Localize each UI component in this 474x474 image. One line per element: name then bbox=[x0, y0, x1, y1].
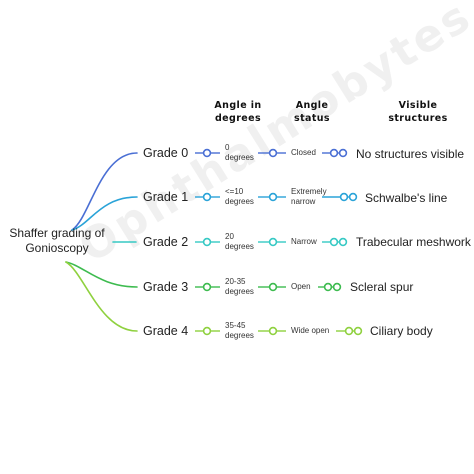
grade-4-label: Grade 4 bbox=[143, 324, 189, 338]
node-grade-0-structure-in bbox=[338, 148, 348, 158]
grade-4-degrees-value: 35-45 bbox=[225, 321, 246, 330]
node-grade-4-status-in bbox=[268, 326, 278, 336]
node-grade-4-structure-in bbox=[353, 326, 363, 336]
node-grade-2-degrees-in bbox=[202, 237, 212, 247]
header-visible-structures-line-1: Visible bbox=[398, 100, 438, 111]
root-label-line-2: Gonioscopy bbox=[25, 241, 89, 255]
grade-2-degrees: 20 degrees bbox=[225, 232, 254, 252]
branch-line-grade-1 bbox=[71, 196, 138, 231]
grade-3-degrees-value: 20-35 bbox=[225, 277, 246, 286]
grade-2-structure: Trabecular meshwork bbox=[356, 235, 471, 249]
grade-2-label: Grade 2 bbox=[143, 235, 189, 249]
root-label: Shaffer grading of Gonioscopy bbox=[4, 226, 110, 256]
grade-1-degrees-unit: degrees bbox=[225, 197, 254, 206]
grade-0-structure: No structures visible bbox=[356, 147, 465, 161]
node-grade-1-structure-out bbox=[339, 192, 349, 202]
grade-4-status: Wide open bbox=[291, 326, 329, 336]
root-label-line-1: Shaffer grading of bbox=[9, 226, 105, 240]
grade-4-structure: Ciliary body bbox=[370, 324, 433, 338]
grade-3-status-line-1: Open bbox=[291, 282, 311, 291]
grade-1-status-line-2: narrow bbox=[291, 197, 316, 206]
node-grade-3-structure-out bbox=[323, 282, 333, 292]
grade-0-status: Closed bbox=[291, 148, 316, 158]
grade-0-degrees-value: 0 bbox=[225, 143, 230, 152]
grade-3-status: Open bbox=[291, 282, 311, 292]
header-angle-degrees-line-2: degrees bbox=[214, 113, 262, 124]
header-angle-status: Angle status bbox=[286, 99, 338, 125]
branch-line-grade-0 bbox=[71, 152, 138, 231]
grade-2-status-line-1: Narrow bbox=[291, 237, 317, 246]
grade-0-degrees: 0 degrees bbox=[225, 143, 254, 163]
header-visible-structures-line-2: structures bbox=[388, 113, 448, 124]
grade-2-degrees-unit: degrees bbox=[225, 242, 254, 251]
node-grade-1-degrees-in bbox=[202, 192, 212, 202]
grade-3-degrees: 20-35 degrees bbox=[225, 277, 254, 297]
branch-line-grade-3 bbox=[65, 261, 138, 288]
node-grade-2-status-in bbox=[268, 237, 278, 247]
grade-3-degrees-unit: degrees bbox=[225, 287, 254, 296]
header-angle-status-line-2: status bbox=[294, 113, 330, 124]
header-angle-degrees-line-1: Angle in bbox=[214, 100, 262, 111]
branch-line-grade-4 bbox=[65, 261, 138, 332]
grade-4-status-line-1: Wide open bbox=[291, 326, 330, 335]
grade-1-degrees: <=10 degrees bbox=[225, 187, 254, 207]
header-angle-status-line-1: Angle bbox=[295, 100, 329, 111]
node-grade-0-structure-out bbox=[329, 148, 339, 158]
node-grade-0-status-in bbox=[268, 148, 278, 158]
node-grade-0-degrees-in bbox=[202, 148, 212, 158]
header-visible-structures: Visible structures bbox=[380, 99, 456, 125]
grade-3-label: Grade 3 bbox=[143, 280, 189, 294]
grade-4-degrees: 35-45 degrees bbox=[225, 321, 254, 341]
grade-4-degrees-unit: degrees bbox=[225, 331, 254, 340]
grade-1-label: Grade 1 bbox=[143, 190, 189, 204]
node-grade-4-degrees-in bbox=[202, 326, 212, 336]
grade-0-label: Grade 0 bbox=[143, 146, 189, 160]
node-grade-1-structure-in bbox=[348, 192, 358, 202]
grade-1-status-line-1: Extremely bbox=[291, 187, 327, 196]
grade-0-status-line-1: Closed bbox=[291, 148, 316, 157]
grade-3-structure: Scleral spur bbox=[350, 280, 414, 294]
grade-1-degrees-value: <=10 bbox=[225, 187, 244, 196]
grade-2-status: Narrow bbox=[291, 237, 317, 247]
grade-1-status: Extremely narrow bbox=[291, 187, 327, 207]
node-grade-3-degrees-in bbox=[202, 282, 212, 292]
node-grade-1-status-in bbox=[268, 192, 278, 202]
node-grade-4-structure-out bbox=[344, 326, 354, 336]
node-grade-2-structure-out bbox=[329, 237, 339, 247]
grade-2-degrees-value: 20 bbox=[225, 232, 234, 241]
node-grade-3-status-in bbox=[268, 282, 278, 292]
node-grade-2-structure-in bbox=[338, 237, 348, 247]
node-grade-3-structure-in bbox=[332, 282, 342, 292]
grade-1-structure: Schwalbe's line bbox=[365, 191, 448, 205]
header-angle-degrees: Angle in degrees bbox=[210, 99, 266, 125]
grade-0-degrees-unit: degrees bbox=[225, 153, 254, 162]
